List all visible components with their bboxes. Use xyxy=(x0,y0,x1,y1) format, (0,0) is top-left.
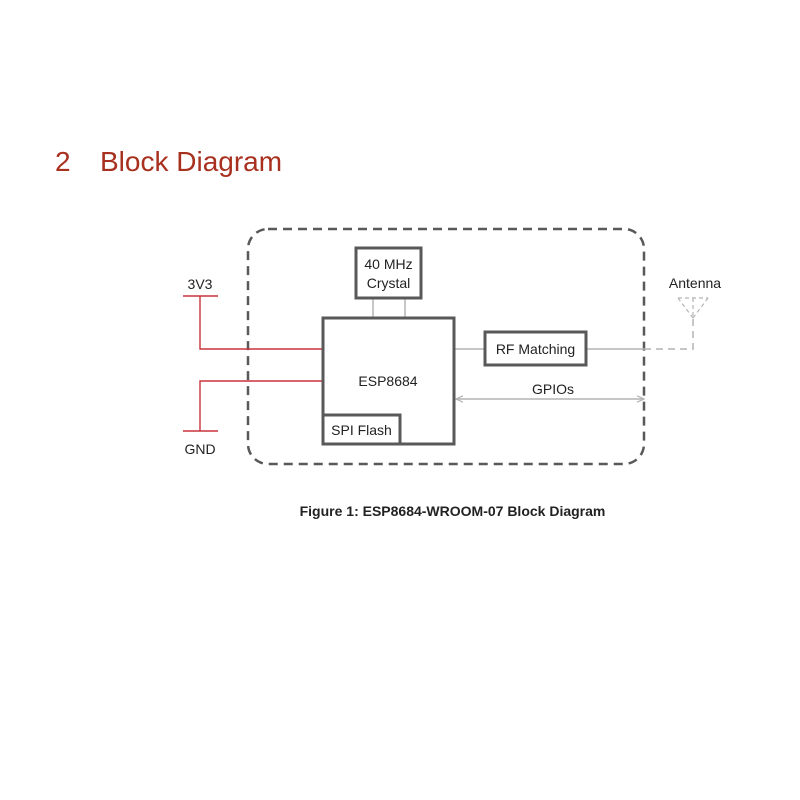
gpio-label: GPIOs xyxy=(532,381,574,397)
crystal-block xyxy=(354,246,423,300)
rf-label: RF Matching xyxy=(496,341,575,357)
figure-caption: Figure 1: ESP8684-WROOM-07 Block Diagram xyxy=(299,503,606,519)
power-label: 3V3 xyxy=(188,276,213,292)
section-number: 2 xyxy=(55,146,71,177)
chip-label: ESP8684 xyxy=(358,373,417,389)
crystal-label-line1: 40 MHz xyxy=(364,256,412,272)
rf-antenna-line xyxy=(586,318,694,350)
section-heading: 2 Block Diagram xyxy=(55,146,282,178)
module-outline xyxy=(246,227,646,466)
power-line xyxy=(183,295,323,350)
rf-block xyxy=(483,330,588,367)
ground-label: GND xyxy=(184,441,215,457)
antenna-icon xyxy=(677,297,709,319)
flash-label: SPI Flash xyxy=(331,422,392,438)
antenna-label: Antenna xyxy=(669,275,721,291)
flash-block xyxy=(321,413,402,446)
crystal-label-line2: Crystal xyxy=(367,275,411,291)
section-title: Block Diagram xyxy=(100,146,283,177)
ground-line xyxy=(183,380,323,432)
